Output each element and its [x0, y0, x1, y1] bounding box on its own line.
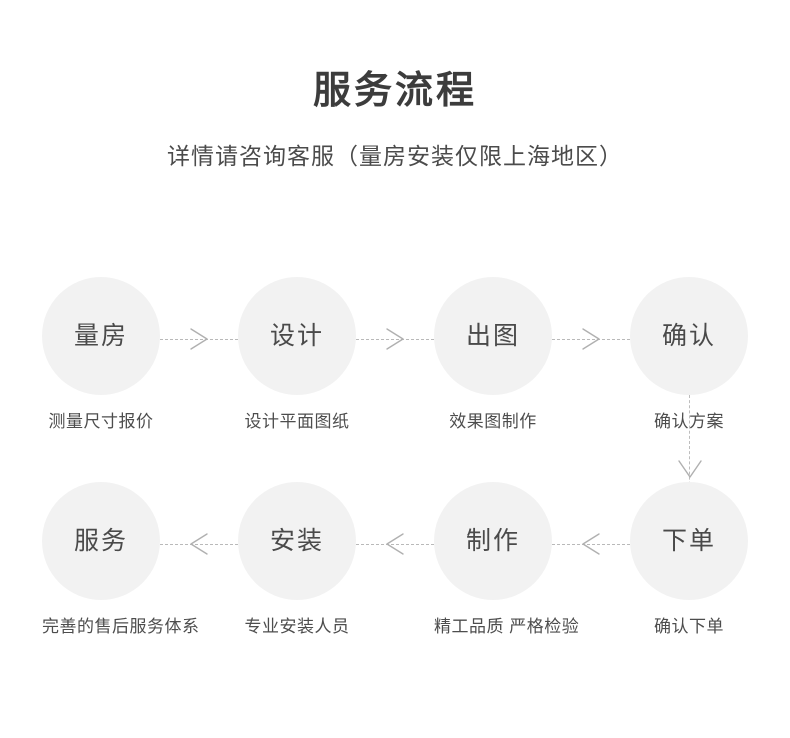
dashed-line: [160, 544, 238, 545]
connector-left-3: [552, 526, 630, 562]
connector-right-1: [160, 321, 238, 357]
flow-node-anzhuang[interactable]: 安装 专业安装人员: [238, 482, 356, 637]
node-label: 确认: [661, 321, 716, 350]
connector-left-1: [160, 526, 238, 562]
node-label: 量房: [73, 321, 128, 350]
connector-left-2: [356, 526, 434, 562]
connector-right-3: [552, 321, 630, 357]
node-label: 出图: [465, 321, 520, 350]
flow-node-zhizuo[interactable]: 制作 精工品质 严格检验: [434, 482, 580, 637]
node-caption: 专业安装人员: [244, 617, 350, 636]
node-caption: 确认下单: [654, 617, 724, 636]
page-subtitle: 详情请咨询客服（量房安装仅限上海地区）: [167, 142, 623, 169]
dashed-line: [552, 339, 630, 340]
chevron-left-icon: [383, 531, 408, 557]
flow-node-fuwu[interactable]: 服务 完善的售后服务体系: [42, 482, 200, 637]
node-label: 制作: [465, 526, 520, 555]
node-label: 设计: [269, 321, 324, 350]
process-flow: 量房 测量尺寸报价 设计 设计平面图纸: [0, 262, 790, 672]
node-caption: 效果图制作: [449, 412, 537, 431]
node-caption: 完善的售后服务体系: [42, 617, 200, 636]
chevron-left-icon: [579, 531, 604, 557]
page-title: 服务流程: [312, 70, 477, 112]
flow-row-2: 服务 完善的售后服务体系 安装 专业安装人员: [0, 467, 790, 672]
flow-node-queren[interactable]: 确认 确认方案: [630, 277, 748, 432]
chevron-down-icon: [673, 457, 707, 483]
node-circle: 制作: [434, 482, 552, 600]
node-label: 安装: [269, 526, 324, 555]
node-circle: 服务: [42, 482, 160, 600]
chevron-right-icon: [187, 326, 212, 352]
node-caption: 设计平面图纸: [244, 412, 350, 431]
chevron-left-icon: [187, 531, 212, 557]
flow-node-sheji[interactable]: 设计 设计平面图纸: [238, 277, 356, 432]
dashed-line: [356, 339, 434, 340]
connector-right-2: [356, 321, 434, 357]
dashed-line: [552, 544, 630, 545]
flow-node-liangfang[interactable]: 量房 测量尺寸报价: [42, 277, 160, 432]
flow-node-chutu[interactable]: 出图 效果图制作: [434, 277, 552, 432]
node-caption: 测量尺寸报价: [48, 412, 154, 431]
node-caption: 确认方案: [654, 412, 724, 431]
node-circle: 下单: [630, 482, 748, 600]
node-circle: 量房: [42, 277, 160, 395]
node-caption: 精工品质 严格检验: [434, 617, 580, 636]
node-label: 服务: [73, 526, 128, 555]
chevron-right-icon: [383, 326, 408, 352]
dashed-line-vertical: [689, 395, 690, 495]
node-circle: 出图: [434, 277, 552, 395]
node-label: 下单: [661, 526, 716, 555]
chevron-right-icon: [579, 326, 604, 352]
header: 服务流程 详情请咨询客服（量房安装仅限上海地区）: [0, 0, 790, 171]
node-circle: 设计: [238, 277, 356, 395]
dashed-line: [160, 339, 238, 340]
node-circle: 安装: [238, 482, 356, 600]
dashed-line: [356, 544, 434, 545]
connector-down: [678, 395, 702, 495]
node-circle: 确认: [630, 277, 748, 395]
flow-node-xiadan[interactable]: 下单 确认下单: [630, 482, 748, 637]
flow-row-1: 量房 测量尺寸报价 设计 设计平面图纸: [0, 262, 790, 495]
